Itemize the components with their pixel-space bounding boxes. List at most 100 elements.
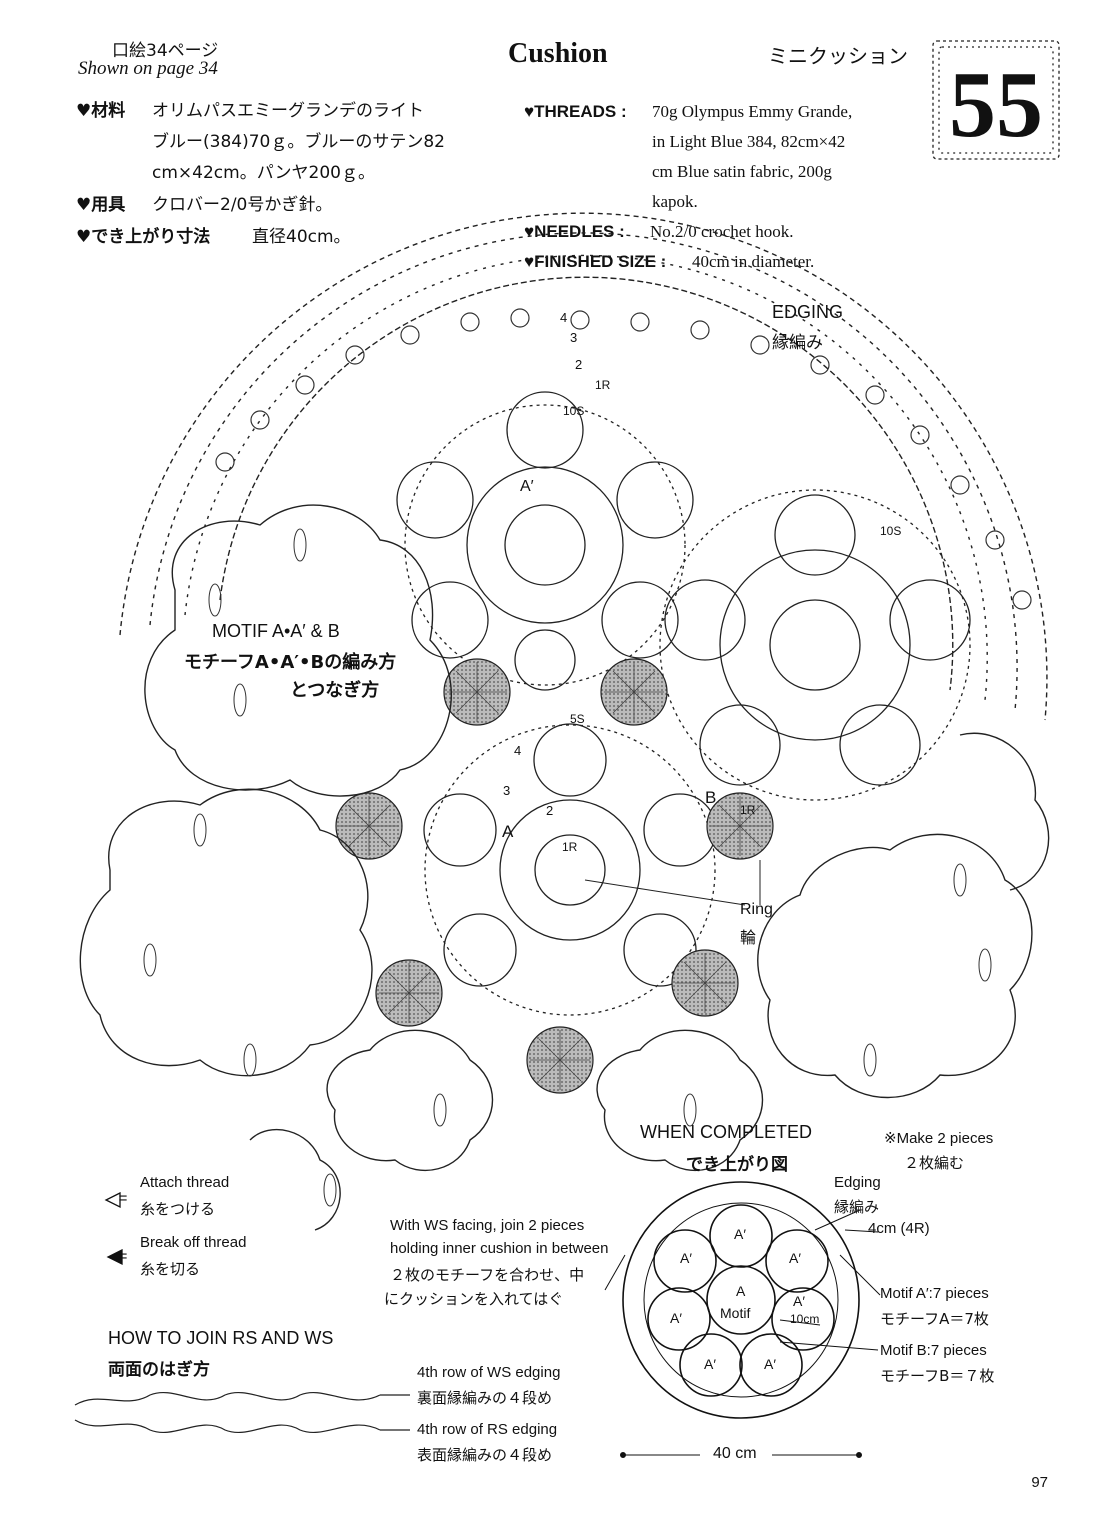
motif-outlines [79,504,1050,1231]
completed-outer-label: A′ [764,1356,776,1372]
completed-outer-label: A′ [704,1356,716,1372]
tools-label-jp: ♥用具 [76,195,126,215]
threads-text-4: kapok. [652,192,698,211]
threads-text-1: 70g Olympus Emmy Grande, [652,102,853,121]
chain-leaves [143,528,992,1207]
completed-outer-label: A′ [793,1293,805,1309]
completed-motif-a-prime [653,1229,717,1293]
page-reference-en: Shown on page 34 [78,58,218,79]
ring-label-en: Ring [740,901,773,918]
join-ws-en: 4th row of WS edging [417,1364,561,1381]
completed-leader-lines [604,1209,881,1351]
pattern-number: 55 [949,53,1043,157]
legend-break-en: Break off thread [140,1234,247,1251]
make-pieces-jp: ２枚編む [904,1154,965,1172]
completed-motif-a-prime [647,1287,711,1351]
completed-outer-label: A′ [670,1310,682,1326]
count-5s-label: 5S [570,712,585,726]
ws-note-1: With WS facing, join 2 pieces [390,1217,585,1234]
row-2-label-a: 2 [546,803,554,818]
completed-motif-a-prime [765,1229,829,1293]
row-1r-label: 1R [562,840,578,854]
join-title-en: HOW TO JOIN RS AND WS [108,1328,334,1348]
completed-motif-a-prime [771,1287,835,1351]
make-pieces-en: ※Make 2 pieces [884,1130,994,1147]
legend-break-jp: 糸を切る [140,1260,201,1278]
legend-symbols [104,1191,123,1266]
materials-label-jp: ♥材料 [76,101,126,121]
page-reference-jp: 口絵34ページ [112,41,219,61]
completed-edging-size: 4cm (4R) [868,1220,930,1237]
completed-motif-a-prime [709,1204,773,1268]
completed-center-size: 10cm [790,1312,820,1326]
pattern-number-badge: 55 [930,38,1062,162]
ws-note-2: holding inner cushion in between [390,1240,609,1257]
ws-note-3: ２枚のモチーフを合わせ、中 [390,1266,585,1284]
join-stitch-illustration [74,1392,410,1433]
motif-b-count-jp: モチーフB＝７枚 [880,1367,995,1385]
tools-text-jp: クロバー2/0号かぎ針。 [152,195,333,215]
legend-attach-en: Attach thread [140,1174,230,1191]
ws-note-4: にクッションを入れてはぐ [384,1290,564,1308]
completed-outer-circle [622,1181,860,1419]
completed-center-motif-label: Motif [720,1305,751,1321]
count-10s-label-b: 10S [880,524,902,538]
motif-b-label: B [705,788,717,807]
row-1r-label-top: 1R [595,378,611,392]
threads-label: ♥THREADS : [524,102,627,121]
badge-ornament-border [932,40,1060,160]
motif-label-en: MOTIF A•A′ & B [212,621,340,641]
motif-a-prime-right [659,489,971,801]
motif-a-center [423,723,717,1016]
size-label-jp: ♥でき上がり寸法 [76,227,211,247]
motif-label-jp-2: とつなぎ方 [290,680,380,701]
completed-diagram [622,1181,860,1419]
motif-b-spokes [339,662,770,1090]
motif-a-prime-label: A′ [520,478,534,495]
row-4-label: 4 [560,310,568,325]
page-number: 97 [1031,1474,1048,1491]
row-3-label-a: 3 [503,783,511,798]
threads-text-3: cm Blue satin fabric, 200g [652,162,832,181]
edging-label-jp: 縁編み [772,333,823,353]
completed-title-jp: でき上がり図 [686,1155,788,1175]
needles-label: ♥NEEDLES : [524,222,625,241]
completed-edging-en: Edging [834,1174,881,1191]
legend-attach-symbol: = [102,1190,128,1207]
materials-text-jp-2: ブルー(384)70ｇ。ブルーのサテン82 [152,132,445,152]
materials-text-jp-1: オリムパスエミーグランデのライト [152,101,424,121]
completed-edging-jp: 縁編み [834,1198,880,1216]
row-3-label: 3 [570,330,578,345]
join-rs-en: 4th row of RS edging [417,1421,558,1438]
materials-text-jp-3: cm×42cm。パンヤ200ｇ。 [152,163,375,183]
completed-outer-label: A′ [734,1226,746,1242]
completed-center-motif [706,1265,776,1335]
motif-b-count-en: Motif B:7 pieces [880,1342,987,1359]
legend-attach-jp: 糸をつける [140,1200,216,1218]
finished-size-text: 40cm in diameter. [692,252,815,271]
row-1r-label-b: 1R [740,803,756,817]
row-4-label-a: 4 [514,743,522,758]
edging-label-en: EDGING [772,302,844,322]
join-title-jp: 両面のはぎ方 [108,1360,210,1380]
diameter-label: 40 cm [713,1445,757,1462]
finished-size-label: ♥FINISHED SIZE : [524,252,667,271]
completed-title-en: WHEN COMPLETED [640,1122,813,1142]
completed-motif-a-prime [679,1333,743,1397]
count-10s-label: 10S [563,404,585,418]
motif-label-jp-1: モチーフA•A′•Bの編み方 [184,652,397,673]
motif-a-count-en: Motif A′:7 pieces [880,1285,989,1302]
needles-text: No.2/0 crochet hook. [650,222,794,241]
row-2-label: 2 [575,357,583,372]
edging-rows [119,212,1048,721]
threads-text-2: in Light Blue 384, 82cm×42 [652,132,846,151]
page-title: Cushion [508,38,608,69]
motif-a-prime-upper [396,391,694,691]
completed-inner-circle [643,1202,839,1398]
ring-pointer [584,879,746,906]
completed-outer-label: A′ [789,1250,801,1266]
completed-center-a: A [736,1283,746,1299]
completed-motif-a-prime [739,1333,803,1397]
ring-label-jp: 輪 [740,928,757,947]
page-title-jp: ミニクッション [768,44,908,68]
